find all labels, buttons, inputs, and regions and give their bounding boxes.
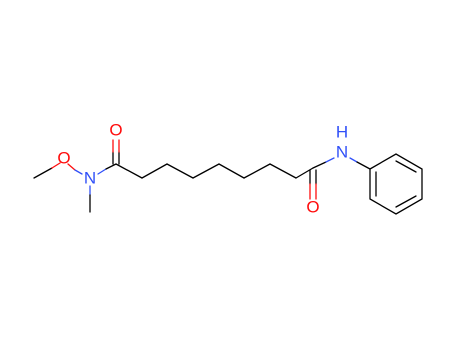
bond-chain-1 (115, 163, 143, 179)
bond-methyl-o-red (51, 162, 61, 169)
bond-nh-ph (356, 161, 371, 170)
bond-chain-5 (218, 163, 245, 179)
bond-chain-7 (269, 163, 297, 179)
phenyl-inner-bond-1 (395, 160, 417, 173)
phenyl-ring (369, 153, 423, 215)
atom-label-amide-nitrogen: N (336, 142, 348, 161)
bond-o-n-blue (74, 169, 83, 175)
bond-n-c1 (105, 163, 117, 170)
bond-nh-ph-blue (349, 157, 358, 163)
atom-label-weinreb-nitrogen: N (84, 168, 96, 187)
atom-label-carbonyl-oxygen-left: O (109, 120, 122, 139)
bond-methyl-o (33, 167, 53, 179)
phenyl-inner-bond-2 (395, 195, 417, 208)
bond-c8-nh-blue (325, 157, 335, 163)
atom-label-carbonyl-oxygen-right: O (306, 197, 319, 216)
atom-label-amide-hydrogen: H (336, 122, 348, 141)
bond-o-n-red (67, 163, 76, 171)
atom-label-methoxy-oxygen: O (57, 148, 70, 167)
bond-chain-3 (166, 163, 194, 179)
bond-chain-2 (141, 163, 168, 179)
bond-chain-4 (192, 163, 220, 179)
bond-chain-6 (243, 163, 271, 179)
bond-c8-nh (312, 161, 327, 169)
bond-n-c1-blue (97, 168, 107, 175)
